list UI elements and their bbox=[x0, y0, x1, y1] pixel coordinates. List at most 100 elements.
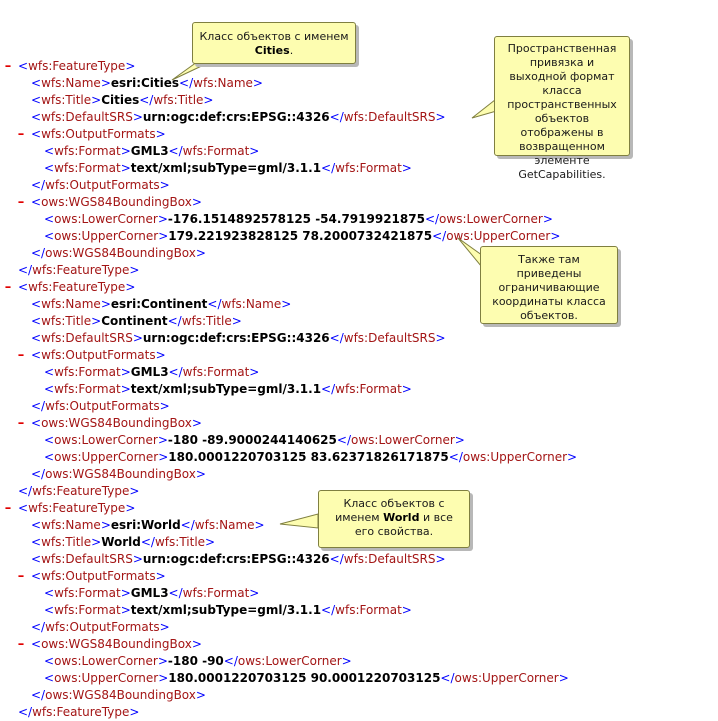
xml-tag-name: wfs:Format bbox=[54, 365, 121, 379]
xml-value: GML3 bbox=[130, 144, 169, 158]
collapse-toggle[interactable]: – bbox=[17, 195, 25, 210]
xml-bracket: > bbox=[155, 127, 166, 141]
xml-bracket: > bbox=[155, 569, 166, 583]
collapse-toggle[interactable]: – bbox=[17, 637, 25, 652]
xml-line: <wfs:FeatureType> bbox=[18, 500, 135, 517]
xml-line: <wfs:Format>GML3</wfs:Format> bbox=[44, 364, 259, 381]
xml-bracket: < bbox=[31, 331, 42, 345]
xml-bracket: </ bbox=[432, 229, 447, 243]
xml-line: </ows:WGS84BoundingBox> bbox=[31, 466, 206, 483]
xml-bracket: </ bbox=[31, 246, 46, 260]
collapse-toggle[interactable]: – bbox=[4, 501, 12, 516]
xml-value: esri:Cities bbox=[110, 76, 180, 90]
xml-line: <wfs:Format>text/xml;subType=gml/3.1.1</… bbox=[44, 602, 412, 619]
collapse-toggle[interactable]: – bbox=[4, 59, 12, 74]
xml-line: </wfs:OutputFormats> bbox=[31, 619, 170, 636]
xml-bracket: > bbox=[401, 161, 412, 175]
xml-tag-name: wfs:DefaultSRS bbox=[41, 331, 133, 345]
xml-line: <wfs:Title>World</wfs:Title> bbox=[31, 534, 215, 551]
xml-bracket: > bbox=[157, 212, 168, 226]
xml-bracket: < bbox=[31, 535, 42, 549]
collapse-toggle[interactable]: – bbox=[17, 348, 25, 363]
xml-line: <wfs:Name>esri:Continent</wfs:Name> bbox=[31, 296, 291, 313]
xml-bracket: < bbox=[44, 450, 55, 464]
xml-tag-name: wfs:DefaultSRS bbox=[343, 552, 436, 566]
xml-tag-name: wfs:Name bbox=[221, 297, 282, 311]
xml-bracket: < bbox=[44, 365, 55, 379]
xml-bracket: > bbox=[205, 535, 216, 549]
callout-cities-pre: Класс объектов с именем bbox=[199, 30, 349, 43]
xml-bracket: < bbox=[31, 314, 42, 328]
xml-tag-name: wfs:DefaultSRS bbox=[41, 552, 133, 566]
xml-bracket: </ bbox=[207, 297, 222, 311]
callout-world-post: и все его свойства. bbox=[354, 511, 453, 538]
xml-tag-name: wfs:DefaultSRS bbox=[343, 331, 436, 345]
xml-bracket: < bbox=[31, 569, 42, 583]
collapse-toggle[interactable]: – bbox=[4, 280, 12, 295]
xml-bracket: < bbox=[44, 212, 55, 226]
xml-value: esri:Continent bbox=[110, 297, 208, 311]
xml-bracket: > bbox=[249, 144, 260, 158]
xml-tag-name: wfs:FeatureType bbox=[32, 263, 130, 277]
xml-bracket: > bbox=[132, 331, 143, 345]
xml-bracket: > bbox=[125, 280, 136, 294]
xml-bracket: < bbox=[44, 144, 55, 158]
xml-bracket: </ bbox=[321, 603, 336, 617]
xml-tag-name: wfs:FeatureType bbox=[32, 484, 130, 498]
xml-line: <ows:LowerCorner>-176.1514892578125 -54.… bbox=[44, 211, 553, 228]
xml-bracket: </ bbox=[329, 552, 344, 566]
xml-tag-name: wfs:OutputFormats bbox=[41, 348, 156, 362]
xml-bracket: < bbox=[44, 382, 55, 396]
xml-bracket: > bbox=[191, 195, 202, 209]
xml-tag-name: wfs:Name bbox=[193, 76, 253, 90]
xml-value: -176.1514892578125 -54.7919921875 bbox=[167, 212, 425, 226]
xml-tag-name: wfs:Format bbox=[182, 586, 250, 600]
xml-bracket: </ bbox=[139, 93, 154, 107]
xml-line: <wfs:DefaultSRS>urn:ogc:def:crs:EPSG::43… bbox=[31, 109, 446, 126]
collapse-toggle[interactable]: – bbox=[17, 569, 25, 584]
xml-bracket: > bbox=[195, 467, 206, 481]
xml-bracket: </ bbox=[223, 654, 238, 668]
xml-value: 179.221923828125 78.2000732421875 bbox=[168, 229, 433, 243]
xml-bracket: < bbox=[31, 518, 42, 532]
xml-line: </wfs:OutputFormats> bbox=[31, 177, 170, 194]
xml-tag-name: wfs:Format bbox=[182, 365, 250, 379]
collapse-toggle[interactable]: – bbox=[17, 127, 25, 142]
xml-tag-name: wfs:Name bbox=[194, 518, 255, 532]
xml-value: text/xml;subType=gml/3.1.1 bbox=[130, 161, 322, 175]
collapse-toggle[interactable]: – bbox=[17, 416, 25, 431]
xml-line: <wfs:OutputFormats> bbox=[31, 568, 166, 585]
xml-bracket: > bbox=[191, 416, 202, 430]
xml-tag-name: ows:WGS84BoundingBox bbox=[41, 195, 192, 209]
xml-tag-name: wfs:Title bbox=[153, 93, 204, 107]
xml-bracket: < bbox=[18, 501, 29, 515]
xml-tag-name: wfs:Title bbox=[41, 314, 92, 328]
xml-tag-name: ows:LowerCorner bbox=[54, 433, 158, 447]
xml-tag-name: ows:WGS84BoundingBox bbox=[41, 416, 192, 430]
xml-line: <ows:WGS84BoundingBox> bbox=[31, 636, 202, 653]
xml-bracket: < bbox=[31, 76, 42, 90]
xml-line: <wfs:Name>esri:World</wfs:Name> bbox=[31, 517, 265, 534]
xml-bracket: > bbox=[159, 399, 170, 413]
xml-value: -180 -90 bbox=[167, 654, 224, 668]
xml-bracket: > bbox=[435, 331, 446, 345]
xml-line: <ows:LowerCorner>-180 -89.9000244140625<… bbox=[44, 432, 465, 449]
xml-tag-name: wfs:Title bbox=[41, 535, 92, 549]
xml-bracket: < bbox=[31, 348, 42, 362]
xml-bracket: < bbox=[31, 195, 42, 209]
xml-bracket: </ bbox=[18, 263, 33, 277]
xml-tag-name: wfs:FeatureType bbox=[28, 59, 126, 73]
xml-tag-name: ows:LowerCorner bbox=[54, 654, 158, 668]
xml-tag-name: wfs:FeatureType bbox=[28, 280, 126, 294]
xml-bracket: </ bbox=[179, 76, 194, 90]
xml-line: <wfs:FeatureType> bbox=[18, 279, 135, 296]
xml-bracket: < bbox=[44, 586, 55, 600]
xml-value: 180.0001220703125 83.62371826171875 bbox=[168, 450, 449, 464]
xml-bracket: > bbox=[435, 552, 446, 566]
xml-bracket: > bbox=[281, 297, 292, 311]
xml-tag-name: wfs:Format bbox=[182, 144, 250, 158]
callout-cities-post: . bbox=[289, 44, 294, 57]
xml-value: urn:ogc:def:crs:EPSG::4326 bbox=[142, 552, 330, 566]
xml-bracket: > bbox=[132, 552, 143, 566]
xml-bracket: < bbox=[44, 161, 55, 175]
